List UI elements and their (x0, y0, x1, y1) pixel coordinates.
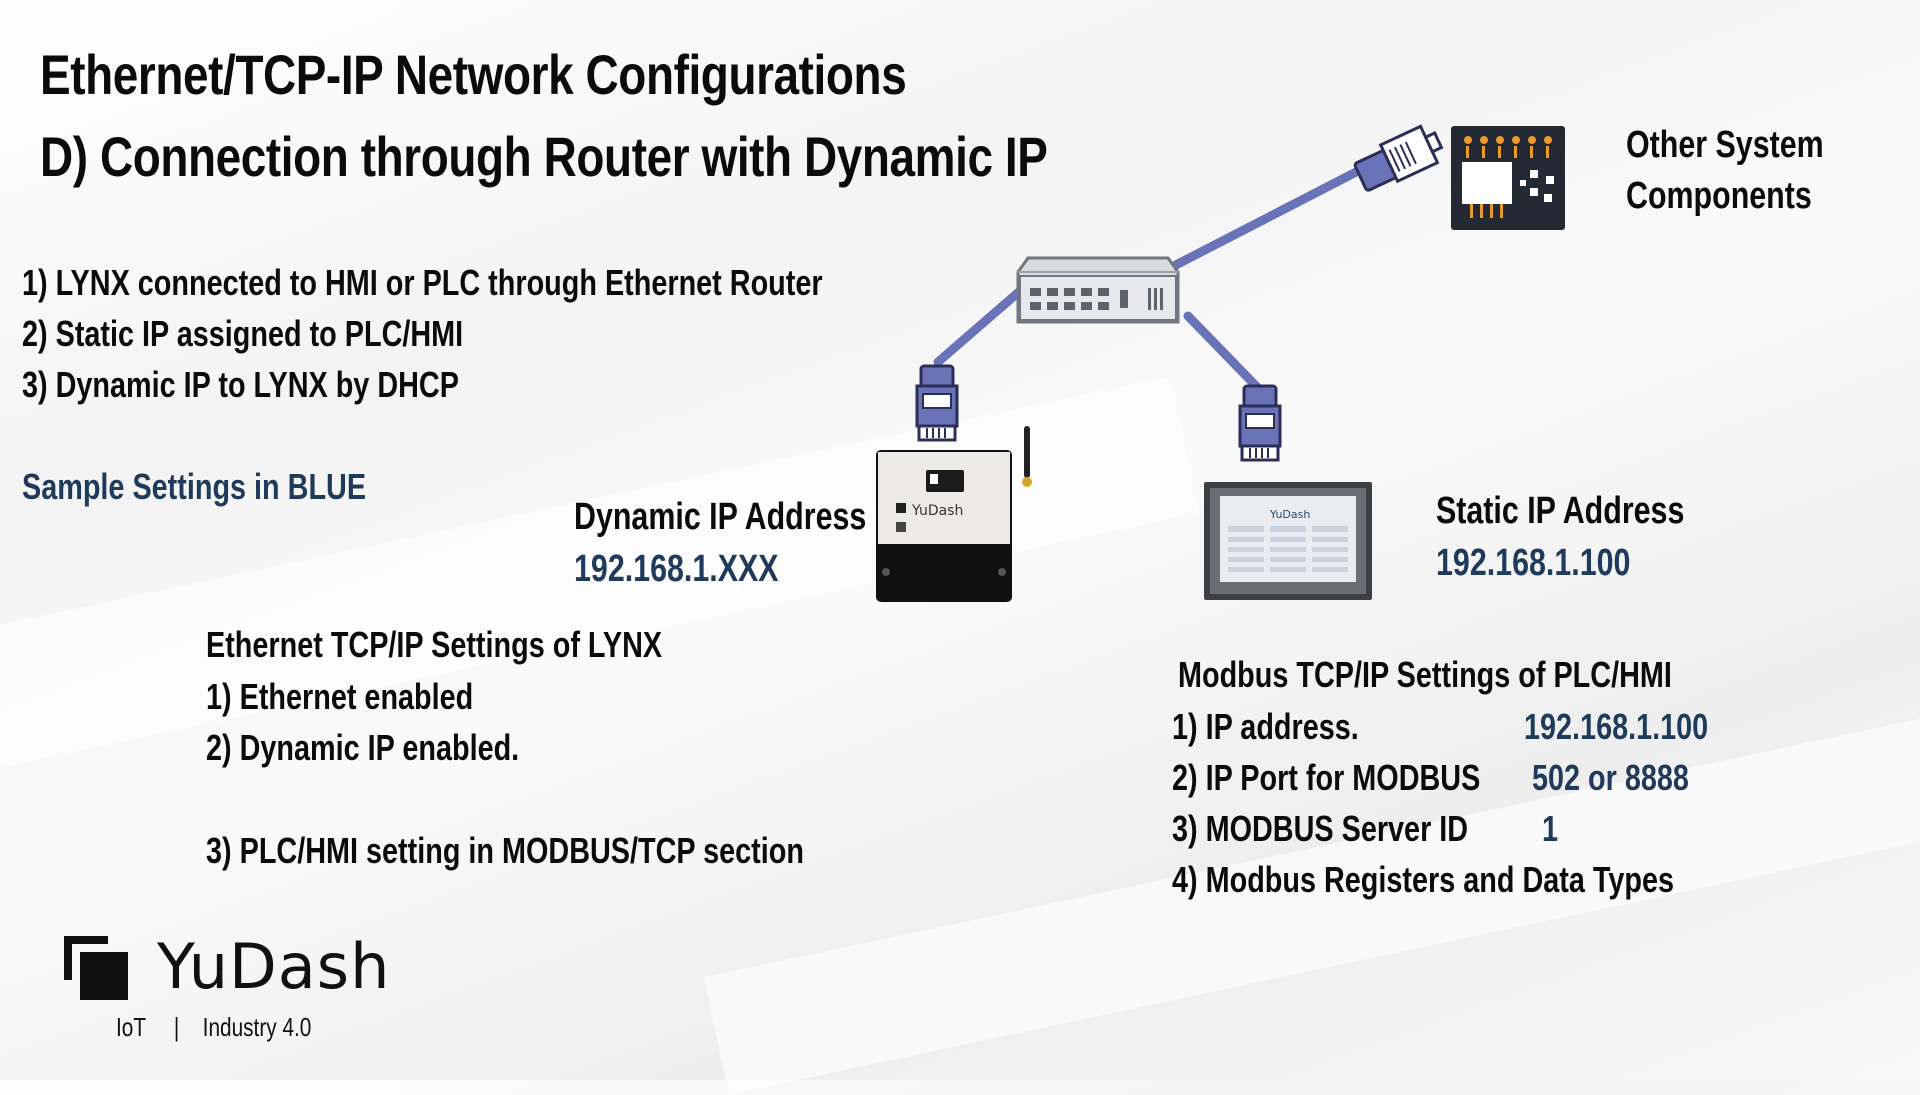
tagline-iot: IoT (116, 1012, 146, 1042)
lynx-ip-value: 192.168.1.XXX (574, 548, 779, 590)
brand-tagline: IoT | Industry 4.0 (116, 1012, 311, 1043)
plc-setting-label-1: 1) IP address. (1172, 706, 1359, 747)
rj45-connector-icon (915, 364, 959, 442)
rj45-connector-icon (1238, 384, 1282, 462)
brand-name: YuDash (157, 930, 391, 1003)
cable-router-to-hmi (1183, 311, 1263, 393)
plc-setting-label-2: 2) IP Port for MODBUS (1172, 757, 1481, 798)
plc-setting-value-1: 192.168.1.100 (1524, 706, 1709, 747)
plc-setting-value-2: 502 or 8888 (1532, 757, 1689, 798)
tagline-industry: Industry 4.0 (202, 1012, 312, 1042)
plc-setting-value-3: 1 (1542, 808, 1559, 849)
svg-text:YuDash: YuDash (1269, 508, 1310, 521)
tagline-separator: | (173, 1012, 180, 1042)
plc-settings-heading: Modbus TCP/IP Settings of PLC/HMI (1178, 654, 1672, 695)
cable-router-to-components (1165, 165, 1365, 273)
hmi-panel-image: YuDash (1204, 482, 1372, 600)
lynx-setting-2: 2) Dynamic IP enabled. (206, 727, 520, 768)
other-components-label-line2: Components (1626, 175, 1812, 217)
overview-point-2: 2) Static IP assigned to PLC/HMI (22, 313, 464, 354)
lynx-settings-heading: Ethernet TCP/IP Settings of LYNX (206, 624, 663, 665)
lynx-setting-3: 3) PLC/HMI setting in MODBUS/TCP section (206, 830, 804, 871)
svg-text:YuDash: YuDash (911, 503, 963, 519)
rj45-connector-icon (1353, 124, 1444, 192)
overview-point-3: 3) Dynamic IP to LYNX by DHCP (22, 364, 459, 405)
router-icon (1016, 256, 1180, 324)
sample-settings-note: Sample Settings in BLUE (22, 466, 367, 507)
plc-setting-label-4: 4) Modbus Registers and Data Types (1172, 859, 1674, 900)
lynx-device-image: YuDash (876, 426, 1032, 602)
cable-router-to-lynx (933, 279, 1033, 367)
other-components-label-line1: Other System (1626, 124, 1824, 166)
plc-setting-label-3: 3) MODBUS Server ID (1172, 808, 1469, 849)
overview-point-1: 1) LYNX connected to HMI or PLC through … (22, 262, 823, 303)
hmi-ip-label: Static IP Address (1436, 490, 1685, 532)
lynx-ip-label: Dynamic IP Address (574, 496, 867, 538)
circuit-board-icon (1451, 126, 1565, 230)
lynx-setting-1: 1) Ethernet enabled (206, 676, 474, 717)
slide-title: Ethernet/TCP-IP Network Configurations (40, 43, 907, 106)
yudash-logo-icon (64, 936, 128, 1000)
hmi-ip-value: 192.168.1.100 (1436, 542, 1631, 584)
slide-subtitle: D) Connection through Router with Dynami… (40, 125, 1048, 188)
